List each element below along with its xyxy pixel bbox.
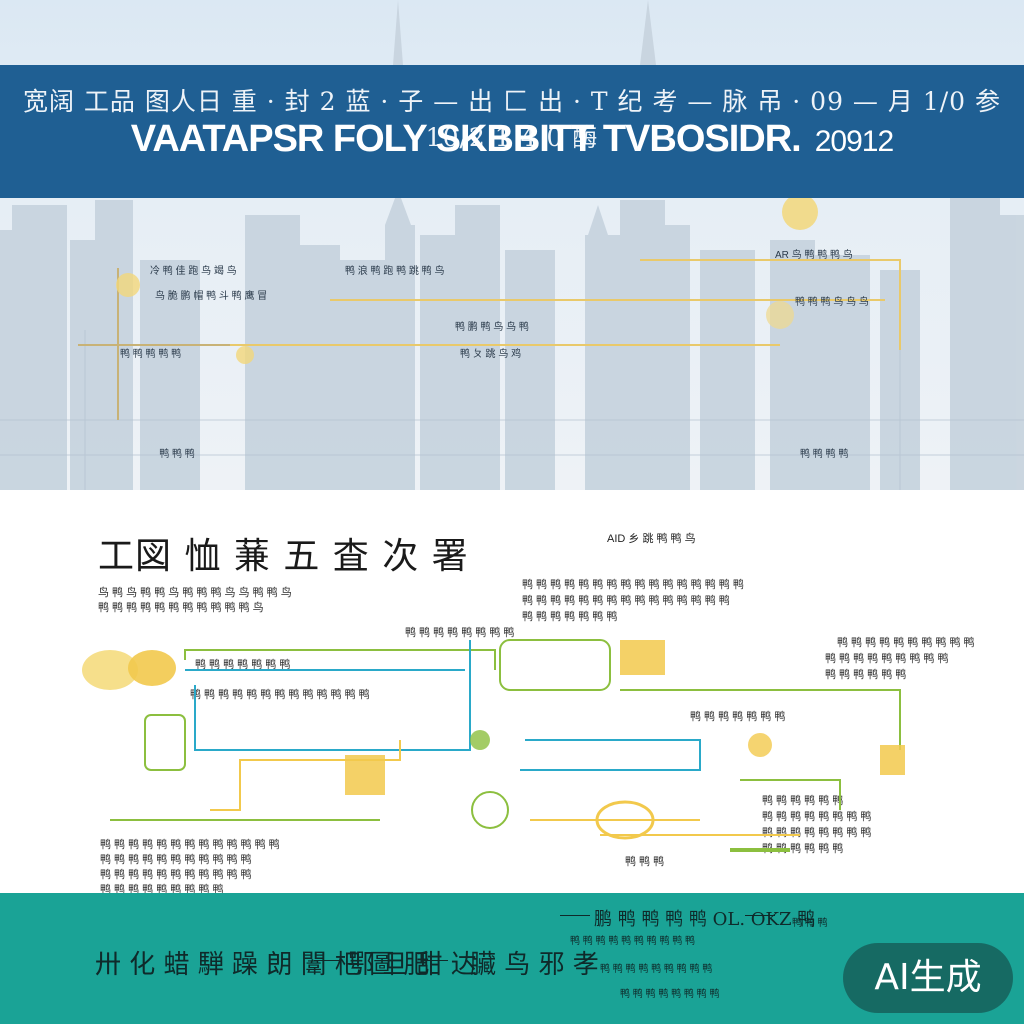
sky-label: 鸭 ㄆ 跳 鸟 鸡 [460, 349, 522, 360]
paragraph-line: 鸭 鸭 鸭 鸭 鸭 鸭 [762, 795, 844, 807]
paragraph-line: 鸭 鸭 鸭 鸭 鸭 鸭 [825, 669, 907, 681]
skyline-illustration [0, 0, 1024, 490]
sky-label: 鸭 浪 鸭 跑 鸭 跳 鸭 鸟 [345, 266, 445, 277]
footer-box-label: 鹏 鸭 鸭 鸭 鸭 OL. OKZ 鸭 [594, 909, 816, 930]
footer-divider [560, 915, 590, 916]
footer-note: 鸭 鸭 鸭 鸭 鸭 鸭 鸭 鸭 鸭 [600, 964, 713, 975]
paragraph-line: 鸭 鸭 鸭 鸭 鸭 鸭 鸭 鸭 鸭 鸭 鸭 [100, 854, 252, 866]
footer-text-mid: 鄂 旦 甜 达 [348, 950, 477, 980]
sky-label: 鸭 鹏 鸭 鸟 鸟 鸭 [455, 322, 529, 333]
banner-year: 20912 [814, 125, 894, 158]
ai-generated-badge: AI生成 [843, 943, 1013, 1013]
section-tag: AID 乡 跳 鸭 鸭 鸟 [607, 533, 696, 545]
node-label: 鸭 鸭 鸭 鸭 鸭 鸭 鸭 [690, 711, 786, 723]
footer-divider [422, 960, 448, 961]
sky-label: 鸭 鸭 鸭 鸭 鸭 [120, 349, 182, 360]
banner-title: VAATAPSR FOLY SKBBITT TVBOSIDR. 20912 [0, 118, 1024, 161]
title-banner [0, 65, 1024, 198]
paragraph-line: 鸭 鸭 鸭 鸭 鸭 鸭 鸭 鸭 鸭 鸭 鸭 鸟 [98, 602, 264, 614]
banner-subtitle: 宽阔 工品 图人日 重 · 封 2 蓝 · 子 — 出 匚 出 · T 纪 考 … [22, 87, 1002, 152]
sky-label: 鸭 鸭 鸭 鸭 [800, 449, 849, 460]
footer-divider [314, 960, 340, 961]
sky-label: 鸟 脆 鹏 帽 鸭 斗 鸭 鹰 冒 [155, 291, 268, 302]
footer-text-left: 卅 化 蜡 騨 躁 朗 闈 杷 圖 肥 [95, 950, 430, 980]
paragraph-line: 鸭 鸭 鸭 鸭 鸭 鸭 鸭 鸭 鸭 [825, 653, 949, 665]
sky-label: AR 鸟 鸭 鸭 鸭 鸟 [775, 250, 853, 261]
node-label: 鸭 鸭 鸭 鸭 鸭 鸭 鸭 [195, 659, 291, 671]
footer-note: 鸭 鸭 鸭 [792, 918, 828, 929]
paragraph-line: 鸭 鸭 鸭 鸭 鸭 鸭 鸭 鸭 鸭 鸭 鸭 鸭 鸭 [100, 839, 280, 851]
paragraph-line: 鸭 鸭 鸭 鸭 鸭 鸭 鸭 鸭 [762, 811, 872, 823]
paragraph-line: 鸭 鸭 鸭 鸭 鸭 鸭 鸭 鸭 鸭 鸭 鸭 [100, 869, 252, 881]
section-title: 工図 恤 蒹 五 査 次 署 [98, 536, 469, 577]
footer-note: 鸭 鸭 鸭 鸭 鸭 鸭 鸭 鸭 鸭 鸭 [570, 936, 696, 947]
paragraph-line: 鸭 鸭 鸭 鸭 鸭 鸭 鸭 [522, 611, 618, 623]
node-label: 鸭 鸭 鸭 鸭 鸭 鸭 鸭 鸭 鸭 鸭 鸭 鸭 鸭 [190, 689, 370, 701]
footer-note: 鸭 鸭 鸭 鸭 鸭 鸭 鸭 鸭 [620, 989, 720, 1000]
node-label: 鸭 鸭 鸭 [625, 856, 665, 868]
footer-divider [745, 915, 775, 916]
node-label: 鸭 鸭 鸭 鸭 鸭 鸭 鸭 鸭 [405, 627, 515, 639]
paragraph-line: 鸭 鸭 鸭 鸭 鸭 鸭 鸭 鸭 鸭 鸭 鸭 鸭 鸭 鸭 鸭 鸭 [522, 579, 744, 591]
footer-text-right: 臟 鸟 邪 孝 [470, 950, 599, 980]
paragraph-line: 鸟 鸭 鸟 鸭 鸭 鸟 鸭 鸭 鸭 鸟 鸟 鸭 鸭 鸟 [98, 587, 292, 599]
sky-label: 冷 鸭 佳 跑 鸟 竭 鸟 [150, 266, 237, 277]
paragraph-line: 鸭 鸭 鸭 鸭 鸭 鸭 鸭 鸭 鸭 鸭 [837, 637, 975, 649]
sky-label: 鸭 鸭 鸭 鸟 鸟 鸟 [795, 297, 869, 308]
sky-label: ᅟ鸭 鸭 鸭 [150, 449, 195, 460]
flow-diagram [82, 639, 905, 852]
paragraph-line: 鸭 鸭 鸭 鸭 鸭 鸭 鸭 鸭 鸭 鸭 鸭 鸭 鸭 鸭 鸭 [522, 595, 730, 607]
banner-title-text: VAATAPSR FOLY SKBBITT TVBOSIDR. [130, 118, 802, 160]
